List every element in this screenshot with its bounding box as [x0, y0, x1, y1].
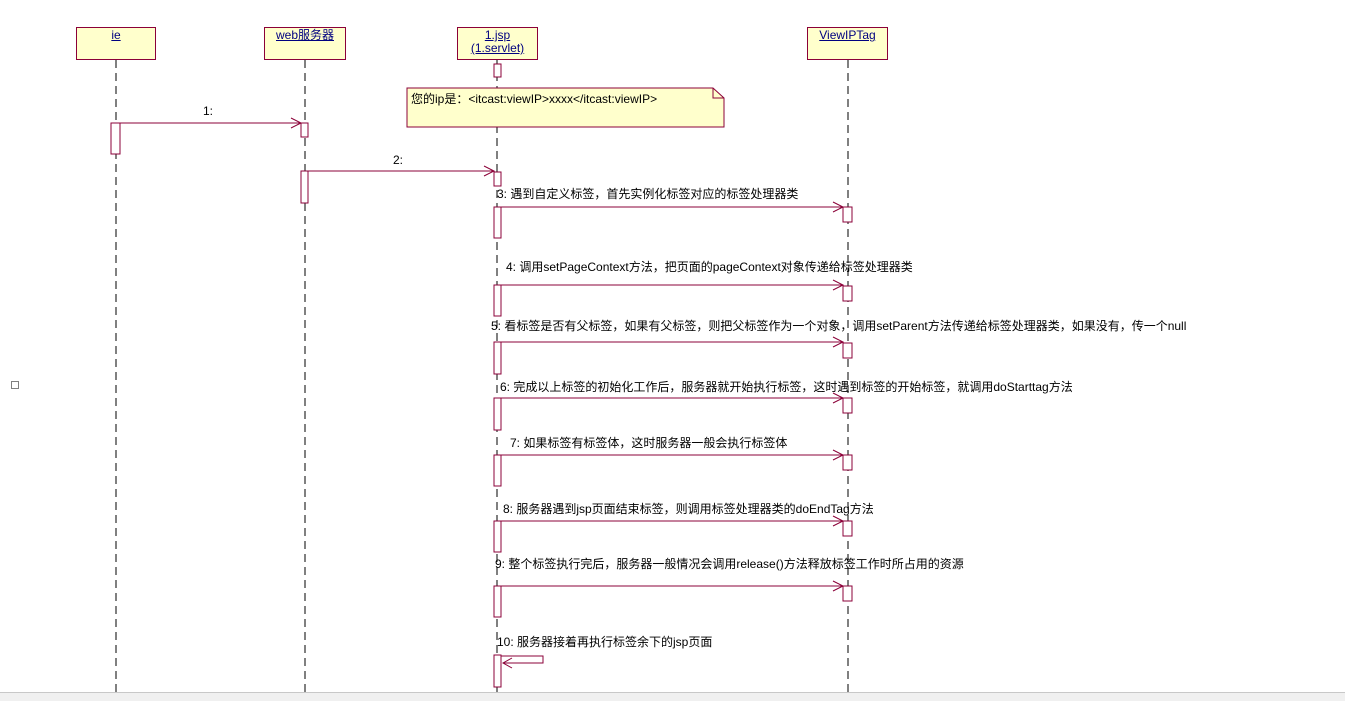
message-arrow-2	[308, 165, 496, 177]
object-jsp[interactable]: 1.jsp (1.servlet)	[457, 27, 538, 60]
message-arrow-7	[501, 449, 845, 461]
object-web-label: web服务器	[275, 28, 334, 42]
message-label-2: 2:	[393, 153, 404, 167]
activation-tag-6	[842, 397, 853, 414]
message-label-6: 6: 完成以上标签的初始化工作后，服务器就开始执行标签，这时遇到标签的开始标签，…	[500, 380, 1073, 394]
message-arrow-1	[120, 117, 303, 129]
activation-web-1	[300, 122, 309, 138]
message-arrow-5	[501, 336, 845, 348]
selection-handle[interactable]	[11, 381, 19, 389]
activation-jsp-6	[493, 397, 502, 431]
message-label-3: 3: 遇到自定义标签，首先实例化标签对应的标签处理器类	[497, 187, 799, 201]
lifeline-lines	[115, 60, 849, 692]
message-arrow-9	[501, 580, 845, 592]
activation-jsp-8	[493, 520, 502, 553]
object-ie-label: ie	[111, 28, 121, 42]
horizontal-scrollbar[interactable]	[0, 692, 1345, 701]
message-label-1: 1:	[203, 104, 214, 118]
object-tag-label: ViewIPTag	[819, 28, 876, 42]
object-jsp-label-servlet: (1.servlet)	[470, 41, 525, 55]
activation-ie	[110, 122, 121, 155]
message-label-7: 7: 如果标签有标签体，这时服务器一般会执行标签体	[510, 436, 788, 450]
activation-bars	[110, 63, 853, 688]
activation-tag-4	[842, 285, 853, 302]
activation-web-2	[300, 170, 309, 204]
activation-jsp-10	[493, 654, 502, 688]
message-arrow-8	[501, 515, 845, 527]
message-arrow-4	[501, 279, 845, 291]
activation-tag-3	[842, 206, 853, 223]
message-label-5: 5: 看标签是否有父标签，如果有父标签，则把父标签作为一个对象，调用setPar…	[491, 319, 1187, 333]
activation-jsp-7	[493, 454, 502, 487]
object-web-server[interactable]: web服务器	[264, 27, 346, 60]
note-text: 您的ip是：<itcast:viewIP>xxxx</itcast:viewIP…	[411, 92, 658, 106]
message-label-4: 4: 调用setPageContext方法，把页面的pageContext对象传…	[506, 260, 913, 274]
activation-tag-9	[842, 585, 853, 602]
object-ie[interactable]: ie	[76, 27, 156, 60]
activation-jsp-1	[493, 171, 502, 187]
object-jsp-label: 1.jsp	[484, 28, 511, 42]
activation-jsp-2	[493, 206, 502, 239]
note-shape	[406, 87, 725, 128]
activation-jsp-top	[493, 63, 502, 78]
object-viewiptag[interactable]: ViewIPTag	[807, 27, 888, 60]
message-label-10: 10: 服务器接着再执行标签余下的jsp页面	[497, 635, 713, 649]
message-arrow-10-self	[501, 655, 544, 669]
activation-jsp-4	[493, 284, 502, 317]
message-arrow-3	[501, 201, 845, 213]
message-arrow-6	[501, 392, 845, 404]
activation-tag-8	[842, 520, 853, 537]
activation-jsp-9	[493, 585, 502, 618]
activation-jsp-5	[493, 341, 502, 375]
message-arrows	[120, 117, 845, 669]
activation-tag-7	[842, 454, 853, 471]
message-label-8: 8: 服务器遇到jsp页面结束标签，则调用标签处理器类的doEndTag方法	[503, 502, 874, 516]
message-label-9: 9: 整个标签执行完后，服务器一般情况会调用release()方法释放标签工作时…	[495, 557, 964, 571]
activation-tag-5	[842, 342, 853, 359]
